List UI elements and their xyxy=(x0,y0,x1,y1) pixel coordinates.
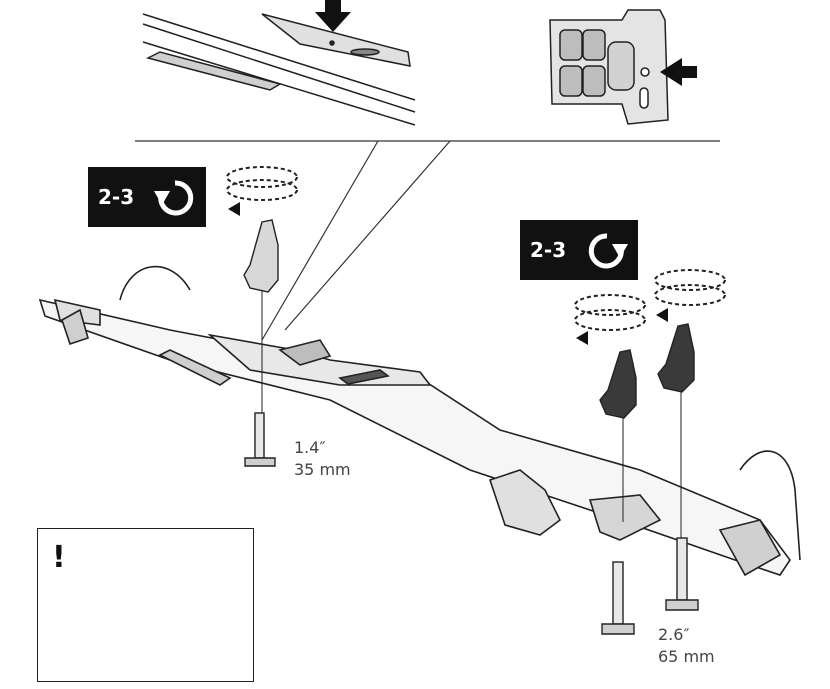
rotation-arrowheads xyxy=(228,202,668,345)
step-badge-left-text: 2-3 xyxy=(98,185,135,209)
warning-mark: ! xyxy=(52,540,66,575)
rotate-counterclockwise-icon xyxy=(154,180,194,216)
down-arrow-icon xyxy=(315,0,351,32)
bolt-short-measurement: 1.4″ 35 mm xyxy=(294,437,351,481)
knob-dark-left xyxy=(599,349,637,419)
bolt-long-right xyxy=(665,537,699,611)
knob-light xyxy=(243,219,279,293)
rack-body xyxy=(38,265,801,577)
knob-dark-right xyxy=(657,323,695,393)
bolt-long-imperial: 2.6″ xyxy=(658,625,690,644)
bolt-long-measurement: 2.6″ 65 mm xyxy=(658,624,715,668)
rotation-dashes xyxy=(226,166,726,331)
step-badge-right: 2-3 xyxy=(520,220,638,280)
detail-plate xyxy=(549,9,669,125)
bolt-short-imperial: 1.4″ xyxy=(294,438,326,457)
bolt-short xyxy=(244,412,276,467)
warning-box xyxy=(37,528,254,682)
left-arrow-icon xyxy=(660,58,697,86)
bolt-short-metric: 35 mm xyxy=(294,460,351,479)
rotate-clockwise-icon xyxy=(588,233,628,269)
bolt-long-metric: 65 mm xyxy=(658,647,715,666)
step-badge-right-text: 2-3 xyxy=(530,238,567,262)
step-badge-left: 2-3 xyxy=(88,167,206,227)
bolt-long-left xyxy=(601,561,635,635)
detail-top-left xyxy=(142,13,416,126)
